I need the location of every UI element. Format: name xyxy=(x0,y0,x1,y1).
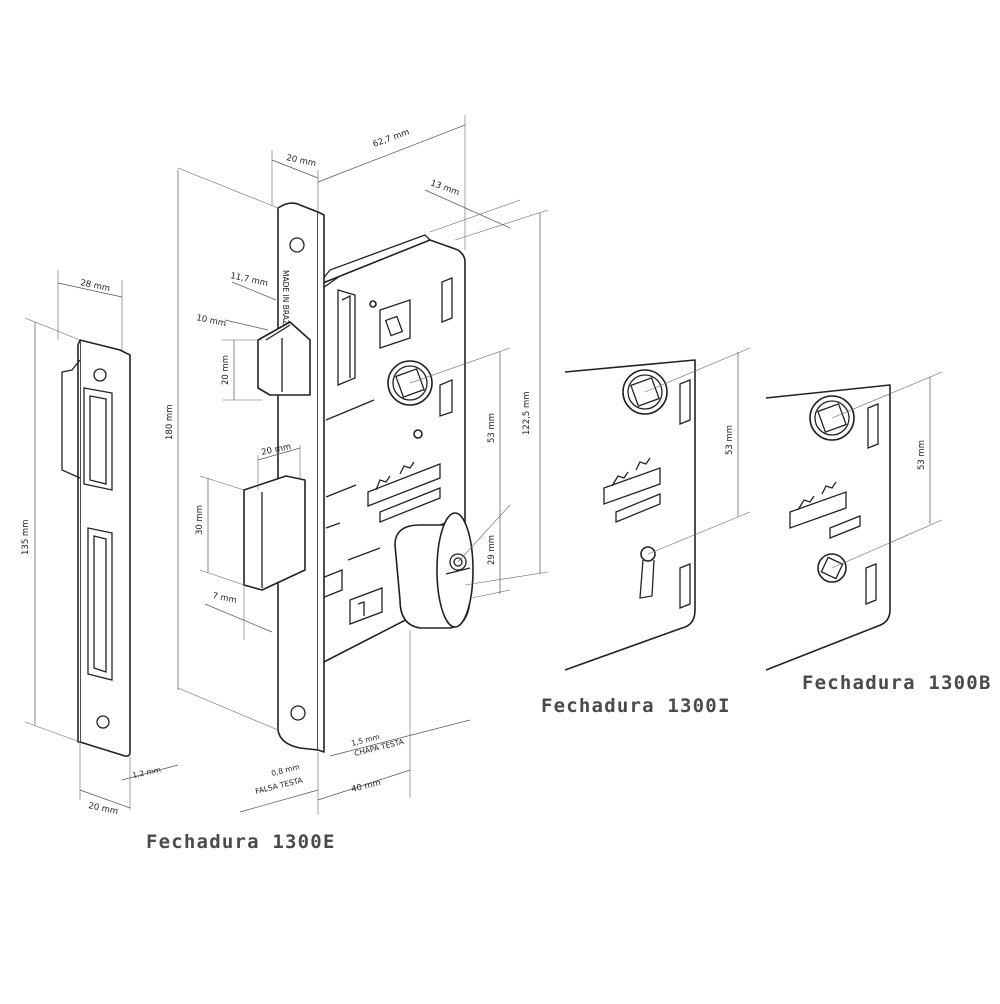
dim-0-8: 0,8 mm xyxy=(270,762,300,778)
dim-13: 13 mm xyxy=(429,178,461,198)
title-1300e: Fechadura 1300E xyxy=(146,831,336,853)
latch-1300e xyxy=(257,321,311,396)
title-1300i: Fechadura 1300I xyxy=(541,695,731,717)
dim-20-strike: 20 mm xyxy=(87,801,118,817)
deadbolt-1300e xyxy=(243,475,306,591)
dim-7: 7 mm xyxy=(211,591,237,606)
lock-body-1300i: 53 mm xyxy=(564,347,751,671)
lock-body-1300e xyxy=(317,234,474,666)
dim-53-i: 53 mm xyxy=(725,425,735,455)
dim-180: 180 mm xyxy=(165,405,175,441)
dim-122-5: 122,5 mm xyxy=(522,391,532,435)
dim-53-e: 53 mm xyxy=(487,413,497,443)
dim-30: 30 mm xyxy=(195,505,205,535)
label-falsa-testa: FALSA TESTA xyxy=(254,775,304,796)
dim-62-7: 62,7 mm xyxy=(372,127,411,149)
dim-11-7: 11,7 mm xyxy=(229,271,268,289)
dim-1-2: 1,2 mm xyxy=(132,765,162,780)
dim-20-latch: 20 mm xyxy=(221,355,231,385)
strike-plate xyxy=(61,339,131,757)
dim-40: 40 mm xyxy=(350,778,382,795)
dim-29: 29 mm xyxy=(487,535,497,565)
dim-10: 10 mm xyxy=(195,313,226,329)
dim-135: 135 mm xyxy=(21,520,31,556)
title-1300b: Fechadura 1300B xyxy=(802,672,992,694)
dim-53-b: 53 mm xyxy=(917,440,927,470)
faceplate-stamp: MADE IN BRAZIL xyxy=(281,270,290,332)
dim-28: 28 mm xyxy=(79,278,110,294)
lock-body-1300b: 53 mm xyxy=(765,371,943,671)
